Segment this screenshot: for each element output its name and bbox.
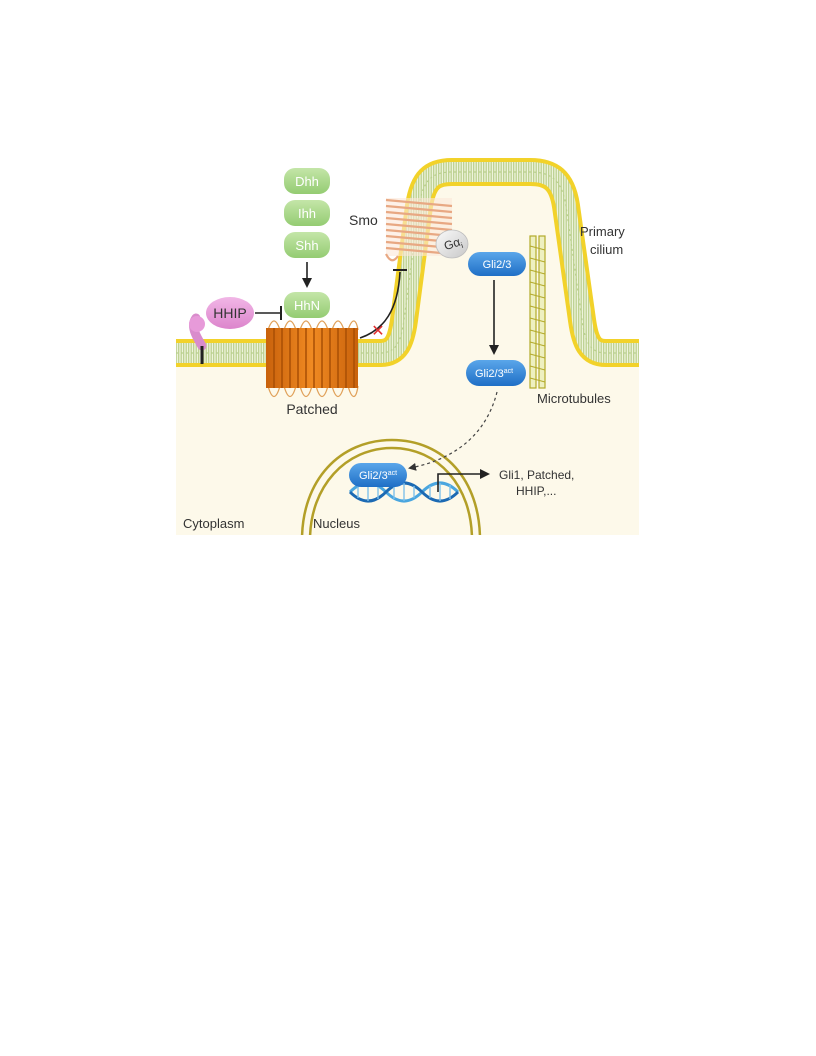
nuclear-import-arrow: [408, 391, 498, 471]
patched-receptor: [266, 320, 359, 398]
gli-nuclear-sup: act: [388, 470, 397, 477]
target-genes-label: Gli1, Patched, HHIP,...: [499, 468, 578, 498]
target-genes-line-2: HHIP,...: [516, 484, 556, 498]
gli-inactive-label: Gli2/3: [483, 259, 512, 271]
microtubules-label: Microtubules: [537, 391, 611, 406]
ligand-dhh-pill: [284, 168, 330, 194]
galpha-label: Gαi: [442, 234, 464, 255]
ligand-stack: Dhh Ihh Shh: [284, 168, 330, 258]
gli-nuclear-label: Gli2/3act: [359, 470, 397, 482]
cytoplasm-label: Cytoplasm: [183, 516, 244, 531]
ligand-shh-label: Shh: [295, 238, 318, 253]
microtubules: [529, 235, 546, 389]
patched-inhibits-smo: ✕: [359, 269, 407, 340]
ligand-dhh-label: Dhh: [295, 174, 319, 189]
hhip-protein: [189, 297, 254, 364]
smo-label: Smo: [349, 212, 378, 228]
gli-active-sup: act: [504, 368, 513, 375]
ligand-shh-pill: [284, 232, 330, 258]
cell-membrane: [176, 158, 639, 367]
hhn-label: HhN: [294, 298, 320, 313]
patched-label: Patched: [286, 401, 337, 417]
hhip-label: HHIP: [213, 305, 246, 321]
nucleus-envelope: [300, 438, 482, 535]
ligand-ihh-label: Ihh: [298, 206, 316, 221]
galpha-sub: i: [460, 241, 465, 250]
primary-cilium-line-2: cilium: [590, 242, 623, 257]
ligand-ihh-pill: [284, 200, 330, 226]
gli-inactive-pill: [468, 252, 526, 276]
svg-text:✕: ✕: [371, 323, 384, 340]
gli-nuclear-base: Gli2/3: [359, 470, 388, 482]
gli-active-base: Gli2/3: [475, 368, 504, 380]
galpha-base: Gα: [442, 235, 462, 253]
transcription-arrow: [437, 469, 490, 492]
hhn-pill: [284, 292, 330, 318]
nucleus-label: Nucleus: [313, 516, 360, 531]
primary-cilium-line-1: Primary: [580, 224, 625, 239]
target-genes-line-1: Gli1, Patched,: [499, 468, 574, 482]
hhip-inhibits-hhn: [255, 306, 282, 320]
gli-nuclear-pill: [349, 463, 407, 487]
gli-active-pill: [466, 360, 526, 386]
galpha-protein: [435, 229, 469, 259]
primary-cilium-label: Primary cilium: [580, 224, 628, 257]
gli-active-label: Gli2/3act: [475, 368, 513, 380]
